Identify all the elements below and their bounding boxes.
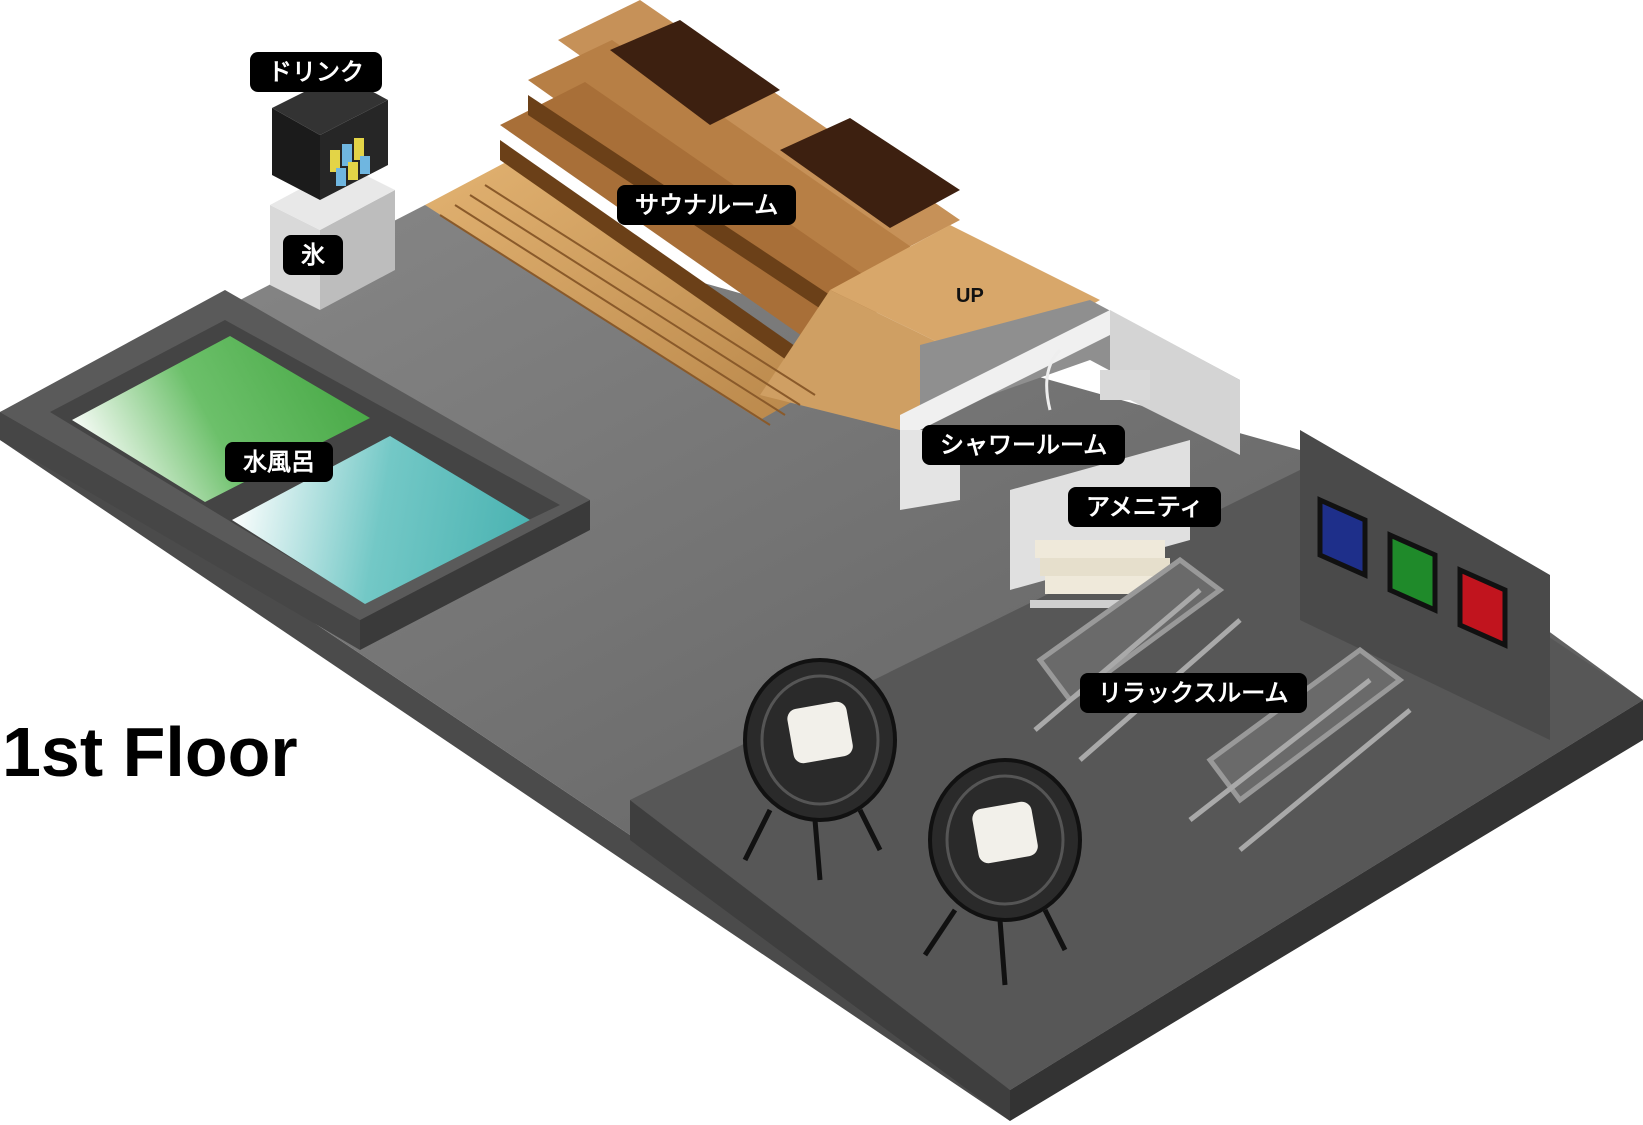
- floor-slab-left-side: [0, 412, 1010, 1121]
- label-shower-room: シャワールーム: [922, 425, 1126, 465]
- cold-bath-green-pool: [72, 336, 370, 502]
- shampoo-shelf-icon: [1100, 370, 1150, 400]
- egg-chair-1: [742, 658, 897, 881]
- label-cold-bath: 水風呂: [225, 442, 333, 482]
- shower-head-icon: [1045, 348, 1062, 411]
- label-ice: 氷: [283, 235, 343, 275]
- drink-fridge-front: [272, 108, 320, 200]
- label-relax-room: リラックスルーム: [1080, 673, 1307, 713]
- label-sauna-room: サウナルーム: [617, 185, 797, 225]
- deck-chair-2: [1188, 646, 1412, 852]
- sauna-dark-top-1: [610, 20, 780, 125]
- sauna-bench-front-dark: [500, 140, 815, 380]
- sauna-slat-lines: [439, 184, 816, 426]
- drink-cans: [330, 138, 370, 186]
- sauna-bench-tier-2: [528, 40, 930, 305]
- sauna-dark-top-2: [780, 118, 960, 228]
- bath-frame-side: [0, 412, 360, 650]
- label-up: UP: [956, 285, 984, 307]
- panel-red-icon: [1457, 566, 1508, 649]
- shower-front-wall: [900, 310, 1110, 440]
- bath-frame-side-right: [360, 500, 590, 650]
- ice-box-top: [270, 165, 395, 230]
- floor-title: 1st Floor: [2, 713, 298, 791]
- label-drink: ドリンク: [250, 52, 382, 92]
- relax-platform-edge: [630, 800, 1010, 1121]
- sauna-floor-slats: [425, 160, 830, 420]
- egg-chair-2: [922, 758, 1082, 986]
- shower-back-wall: [920, 300, 1240, 440]
- panel-blue-icon: [1317, 496, 1368, 579]
- panel-green-icon: [1387, 531, 1438, 614]
- cold-bath-cyan-pool: [232, 436, 530, 604]
- floor-slab-right-side: [1010, 700, 1643, 1121]
- shower-side-wall: [1110, 310, 1240, 455]
- label-amenity: アメニティ: [1068, 487, 1222, 527]
